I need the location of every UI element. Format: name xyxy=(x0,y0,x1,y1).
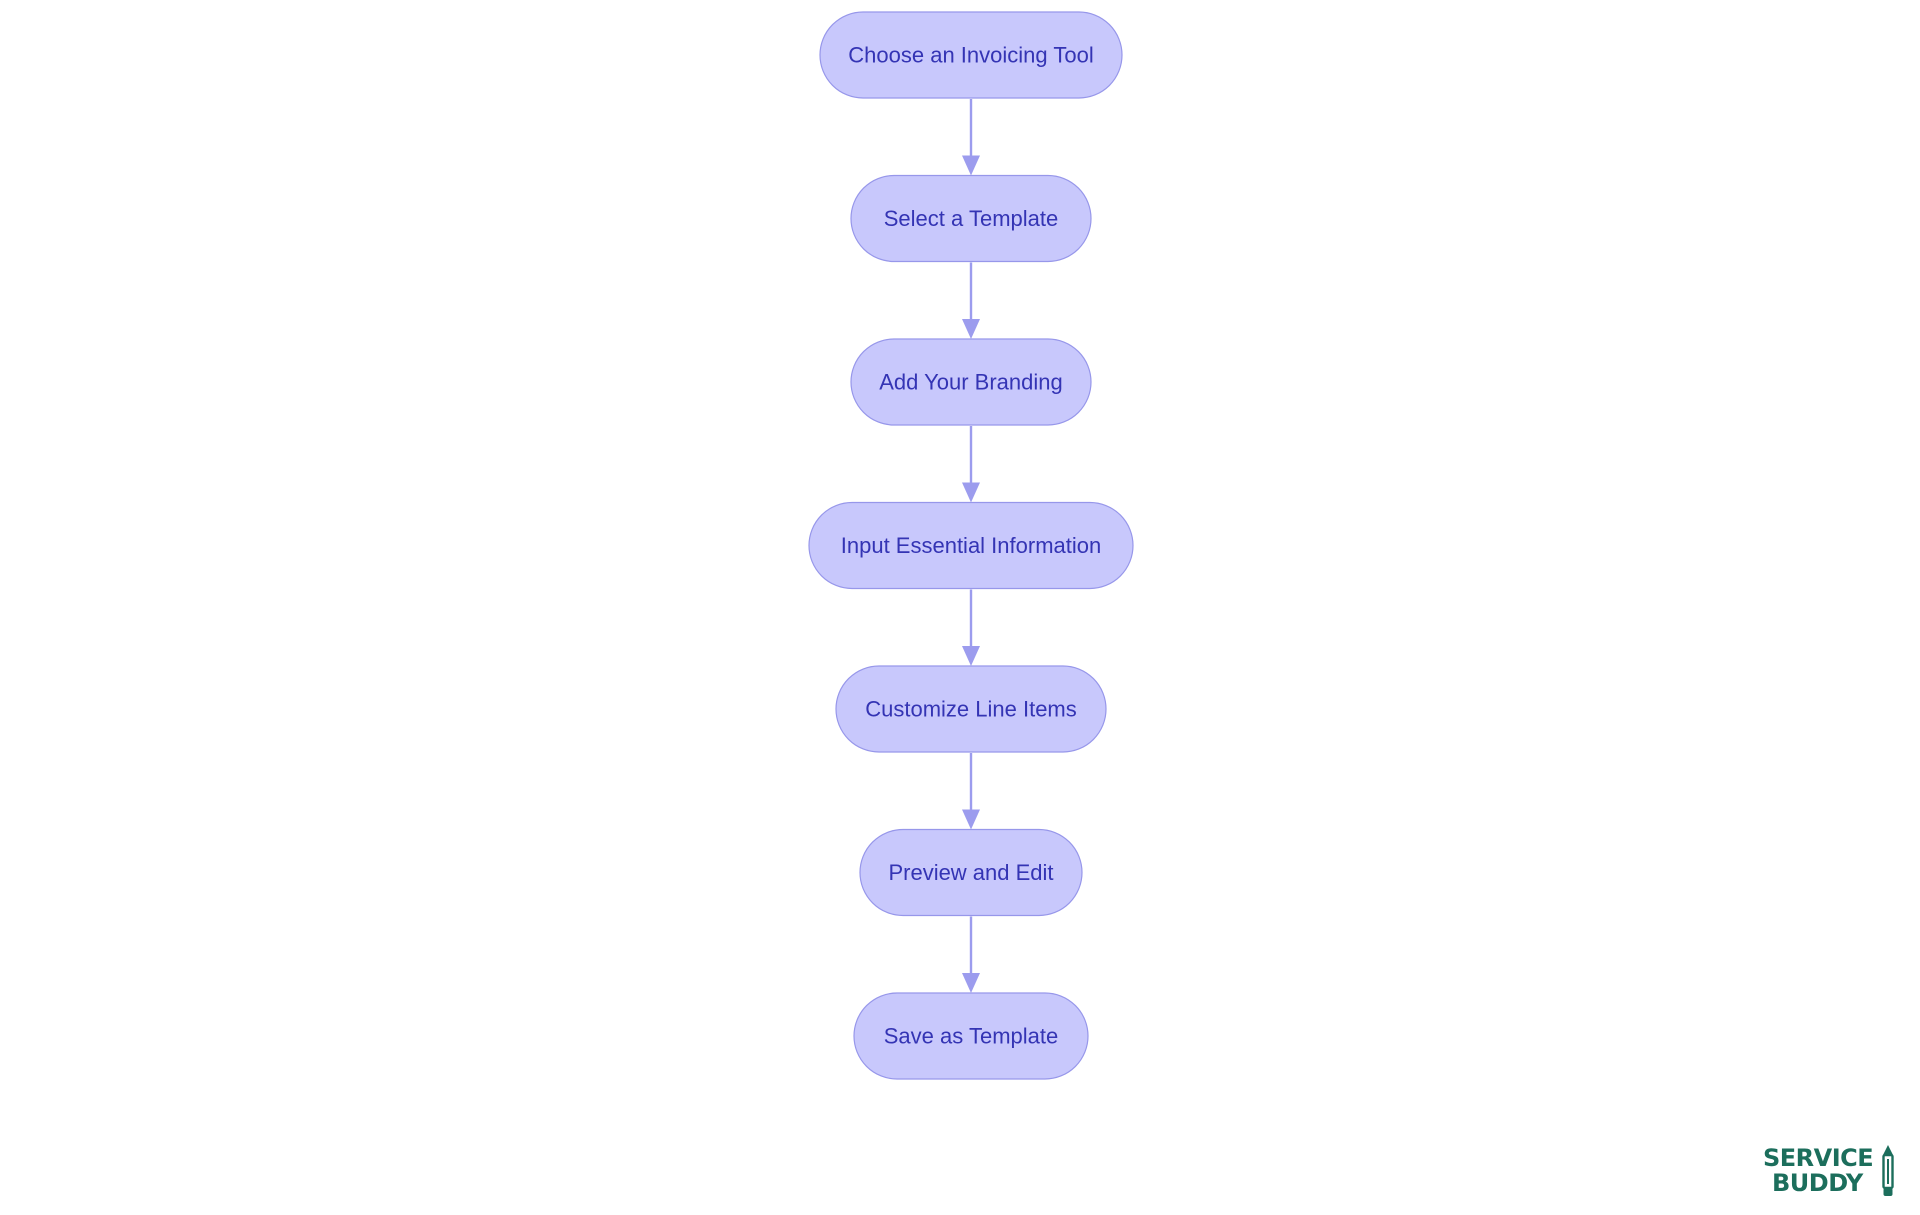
flow-node-shape xyxy=(835,665,1107,753)
flow-node-label: Add Your Branding xyxy=(879,370,1063,395)
arrowhead-icon xyxy=(962,809,980,830)
arrowhead-icon xyxy=(962,482,980,503)
flow-node: Customize Line Items xyxy=(835,665,1107,753)
flow-node: Select a Template xyxy=(850,174,1092,263)
flow-node-shape xyxy=(850,174,1092,263)
arrowhead-icon xyxy=(962,155,980,176)
flow-edge xyxy=(962,589,980,666)
flow-node-shape xyxy=(853,992,1089,1080)
flow-node: Choose an Invoicing Tool xyxy=(819,11,1123,99)
flow-edge xyxy=(962,753,980,830)
flow-node: Input Essential Information xyxy=(808,501,1134,590)
arrowhead-icon xyxy=(962,646,980,666)
flow-node-label: Customize Line Items xyxy=(865,697,1077,722)
flow-node-shape xyxy=(819,11,1123,99)
flow-node-label: Preview and Edit xyxy=(888,860,1053,885)
flow-node-label: Save as Template xyxy=(884,1024,1058,1049)
logo-word-buddy: BUDDY xyxy=(1772,1169,1863,1197)
flow-edge xyxy=(962,262,980,339)
flow-node-shape xyxy=(850,338,1092,426)
flow-node-shape xyxy=(859,828,1083,917)
flow-node-label: Select a Template xyxy=(884,206,1058,231)
flow-edge xyxy=(962,426,980,503)
flow-edge xyxy=(962,916,980,993)
pencil-icon xyxy=(1882,1145,1894,1196)
flow-node-shape xyxy=(808,501,1134,590)
arrowhead-icon xyxy=(962,319,980,339)
flow-node: Save as Template xyxy=(853,992,1089,1080)
flow-node-label: Input Essential Information xyxy=(841,533,1101,558)
flow-node-label: Choose an Invoicing Tool xyxy=(848,43,1093,68)
logo-word-service: SERVICE xyxy=(1763,1144,1874,1172)
flow-node: Add Your Branding xyxy=(850,338,1092,426)
flowchart-edges xyxy=(962,99,980,993)
flow-node: Preview and Edit xyxy=(859,828,1083,917)
arrowhead-icon xyxy=(962,973,980,993)
flow-edge xyxy=(962,99,980,176)
service-buddy-logo: SERVICE BUDDY xyxy=(1763,1144,1903,1200)
